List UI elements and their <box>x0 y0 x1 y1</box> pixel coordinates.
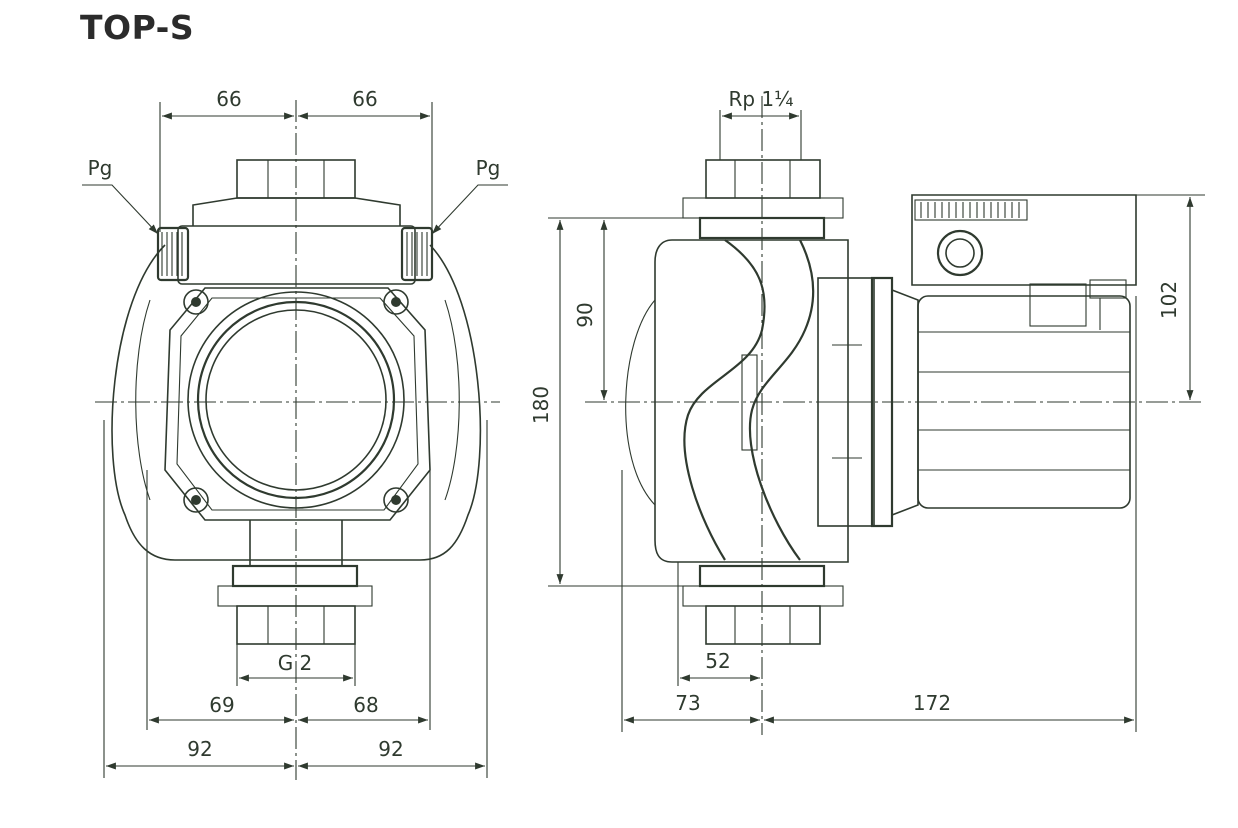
pg-gland-left <box>156 226 190 282</box>
side-adapter <box>817 277 875 527</box>
front-bolts <box>183 289 409 513</box>
dim-height-upper: 90 <box>573 302 597 327</box>
front-motor-ring-outer <box>187 291 405 509</box>
front-terminal-box <box>177 225 416 285</box>
page-title: TOP-S <box>80 8 195 47</box>
dim-inner-right: 68 <box>353 693 378 717</box>
dim-inner-left: 69 <box>209 693 234 717</box>
dim-motor-height: 102 <box>1157 281 1181 319</box>
side-top-connector <box>705 159 821 199</box>
side-motor-flange <box>870 276 894 528</box>
dim-motor-depth: 172 <box>913 691 951 715</box>
side-cable-gland <box>936 229 984 277</box>
side-view: Rp 1¼ 180 90 102 52 73 172 <box>529 87 1205 735</box>
dim-flange-offset: 52 <box>705 649 730 673</box>
dim-top-right: 66 <box>352 87 377 111</box>
dim-outer-right: 92 <box>378 737 403 761</box>
side-motor-body <box>917 295 1131 509</box>
front-pump-body <box>164 287 431 521</box>
front-motor-ring-inner <box>205 309 387 491</box>
dim-pipe-thread: Rp 1¼ <box>728 87 793 111</box>
side-top-flange <box>698 216 826 240</box>
dim-top-left: 66 <box>216 87 241 111</box>
dim-outer-left: 92 <box>187 737 212 761</box>
side-pump-housing <box>654 239 849 563</box>
side-bottom-connector <box>705 605 821 645</box>
front-bottom-connector <box>236 605 356 645</box>
dim-thread-g2: G 2 <box>278 651 313 675</box>
label-pg-right: Pg <box>476 156 501 180</box>
pg-gland-right <box>400 226 434 282</box>
front-outer-housing <box>111 244 482 561</box>
side-terminal-vents <box>914 199 1028 221</box>
side-terminal-box <box>911 194 1137 286</box>
label-pg-left: Pg <box>88 156 113 180</box>
dim-back-depth: 73 <box>675 691 700 715</box>
front-view: 66 66 Pg Pg G 2 69 68 92 92 <box>82 87 508 780</box>
dim-height-total: 180 <box>529 386 553 424</box>
front-bottom-flange <box>231 564 359 588</box>
